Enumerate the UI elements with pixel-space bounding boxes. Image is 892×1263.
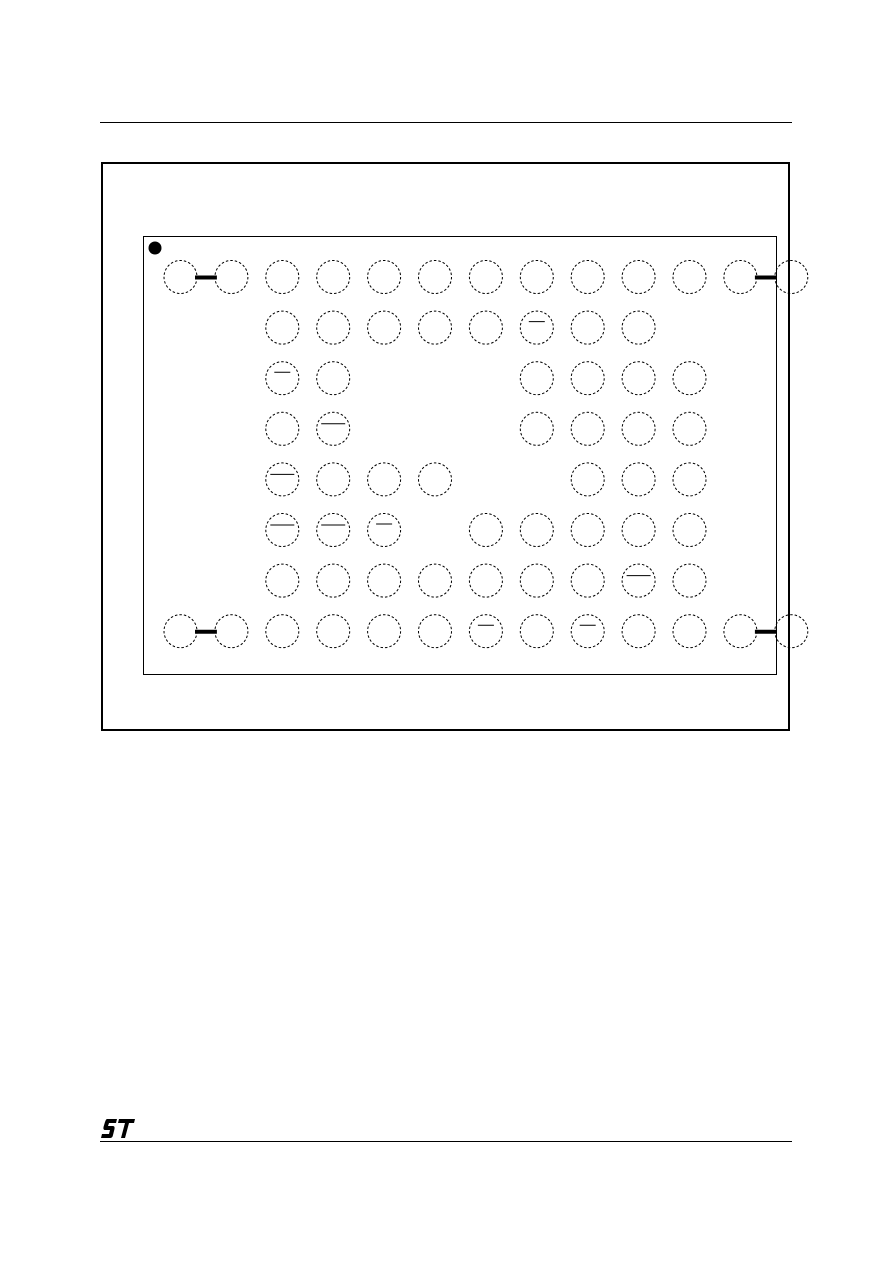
ball xyxy=(468,563,503,598)
ball xyxy=(723,260,758,294)
ball xyxy=(265,513,300,547)
ball xyxy=(672,513,707,547)
ball xyxy=(570,310,605,345)
ball xyxy=(519,614,554,649)
ball xyxy=(163,614,198,649)
ball xyxy=(519,260,554,294)
ball xyxy=(570,513,605,547)
package-outline xyxy=(143,236,777,675)
ball xyxy=(621,310,656,345)
ball xyxy=(316,310,351,345)
ball xyxy=(418,563,452,598)
ball xyxy=(418,310,452,345)
ball xyxy=(265,614,300,649)
header-rule xyxy=(100,122,792,123)
ball xyxy=(519,361,554,396)
ball xyxy=(621,361,656,396)
ball xyxy=(367,260,402,294)
ball xyxy=(316,411,351,446)
ball xyxy=(468,310,503,345)
ball xyxy=(265,361,300,396)
ball xyxy=(265,563,300,598)
ball xyxy=(621,462,656,497)
ball xyxy=(316,462,351,497)
ball xyxy=(672,361,707,396)
ball xyxy=(570,462,605,497)
ball xyxy=(468,614,503,649)
ball xyxy=(214,260,249,294)
st-logo-icon xyxy=(101,1119,135,1138)
ball xyxy=(672,614,707,649)
ball xyxy=(570,411,605,446)
ball xyxy=(570,361,605,396)
ball xyxy=(519,563,554,598)
figure-frame xyxy=(101,162,790,731)
ball xyxy=(214,614,249,649)
ball xyxy=(265,411,300,446)
ball xyxy=(621,563,656,598)
ball xyxy=(418,260,452,294)
ball xyxy=(418,462,452,497)
ball xyxy=(672,563,707,598)
ball xyxy=(468,260,503,294)
ball xyxy=(265,260,300,294)
ball xyxy=(621,260,656,294)
ball xyxy=(316,614,351,649)
ball xyxy=(367,563,402,598)
footer-rule xyxy=(100,1141,792,1142)
pin1-marker xyxy=(148,241,162,255)
ball xyxy=(316,513,351,547)
ball xyxy=(672,260,707,294)
ball xyxy=(774,614,809,649)
ball xyxy=(672,411,707,446)
ball xyxy=(367,310,402,345)
ball xyxy=(418,614,452,649)
ball xyxy=(570,563,605,598)
ball xyxy=(672,462,707,497)
ball xyxy=(570,614,605,649)
ball xyxy=(468,513,503,547)
ball xyxy=(570,260,605,294)
ball xyxy=(367,614,402,649)
ball xyxy=(621,513,656,547)
ball xyxy=(316,361,351,396)
ball xyxy=(316,563,351,598)
ball xyxy=(163,260,198,294)
ball xyxy=(367,513,402,547)
ball xyxy=(316,260,351,294)
ball xyxy=(621,411,656,446)
ball xyxy=(367,462,402,497)
ball xyxy=(723,614,758,649)
ball xyxy=(774,260,809,294)
ball xyxy=(519,310,554,345)
ball xyxy=(519,513,554,547)
ball xyxy=(265,310,300,345)
ball xyxy=(621,614,656,649)
ball xyxy=(265,462,300,497)
ball xyxy=(519,411,554,446)
